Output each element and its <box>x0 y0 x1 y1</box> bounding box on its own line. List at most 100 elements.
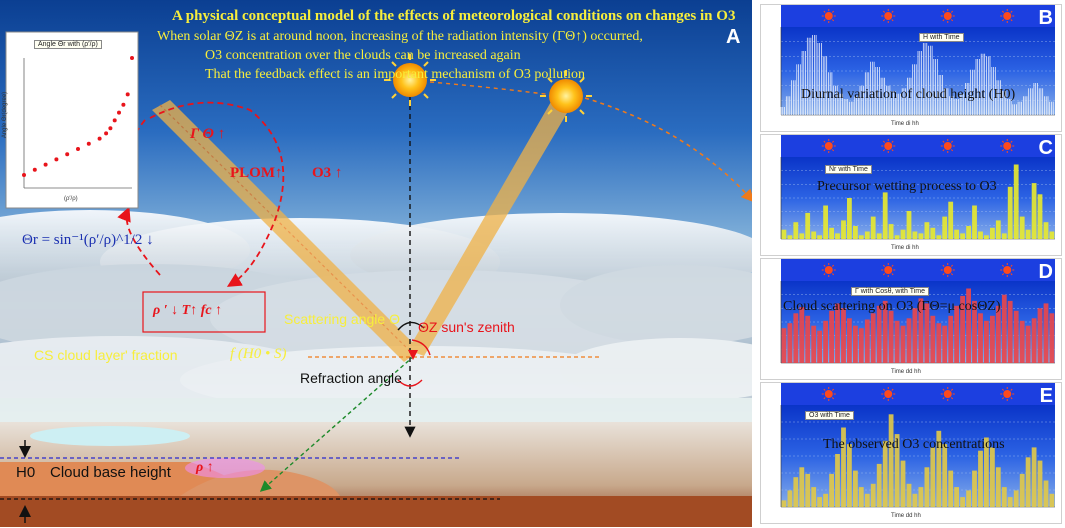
ground-base <box>0 496 752 527</box>
data-bar <box>894 235 900 239</box>
day-night-band <box>781 5 1055 27</box>
scattering-angle-arc <box>397 321 425 331</box>
refraction-angle-label: Refraction angle <box>300 370 402 386</box>
day-night-band <box>781 383 1055 405</box>
sun-icon <box>1003 266 1012 274</box>
data-bar <box>930 315 936 363</box>
data-bar <box>817 235 822 239</box>
sun-ray <box>950 10 954 13</box>
o3-label: O3 ↑ <box>312 165 343 181</box>
panel-c-xlabel: Time di hh <box>891 245 919 251</box>
data-bar <box>930 447 936 507</box>
sun-ray <box>831 273 835 276</box>
sun-ray <box>1001 19 1005 22</box>
panel-d-xlabel: Time dd hh <box>891 369 921 375</box>
panel-b-caption: Diurnal variation of cloud height (H0) <box>801 87 1016 102</box>
sun-ray <box>942 149 945 152</box>
sun-ray <box>831 10 835 13</box>
intro-line-3: That the feedback effect is an important… <box>205 67 585 82</box>
sun-ray <box>950 19 954 22</box>
panel-c-chart <box>780 135 1055 240</box>
panel-b-xlabel: Time di hh <box>891 121 919 127</box>
sun-icon <box>824 390 833 398</box>
data-bar <box>823 493 828 507</box>
data-bar <box>924 467 930 507</box>
data-bar <box>853 470 858 507</box>
data-bar <box>948 470 954 507</box>
data-bar <box>1019 320 1025 363</box>
data-bar <box>900 229 906 239</box>
data-bar <box>787 323 793 363</box>
data-bar <box>995 220 1001 239</box>
data-bar <box>954 487 959 507</box>
sun-ray <box>882 397 886 400</box>
data-bar <box>942 444 948 507</box>
data-bar <box>942 216 948 239</box>
data-bar <box>990 447 995 507</box>
inset-chart-frame <box>5 31 139 209</box>
data-bar <box>823 320 828 363</box>
sun-ray <box>942 397 945 400</box>
main-diagram <box>0 0 752 527</box>
panel-letter-c: C <box>1038 137 1053 159</box>
data-bar <box>876 463 882 507</box>
data-bar <box>799 233 805 239</box>
sun-ray <box>1010 388 1013 391</box>
data-bar <box>1049 493 1055 507</box>
sun-ray <box>891 273 894 276</box>
sun-ray <box>882 273 886 276</box>
sun-ray <box>882 264 886 267</box>
data-bar <box>847 318 852 363</box>
data-bar <box>835 454 840 507</box>
gamma-label: Γ Θ ↑ <box>190 126 226 142</box>
data-bar <box>781 328 787 363</box>
sun-ray <box>950 149 954 152</box>
day-night-band <box>781 135 1055 157</box>
intro-line-1: When solar ΘZ is at around noon, increas… <box>157 29 643 44</box>
data-bar <box>972 470 977 507</box>
data-bar <box>811 487 817 507</box>
inset-point <box>32 167 37 172</box>
data-bar <box>990 227 995 239</box>
data-bar <box>870 483 876 507</box>
data-bar <box>1043 480 1049 507</box>
data-bar <box>793 477 799 507</box>
sun-icon <box>884 142 893 150</box>
sun-ray <box>942 10 945 13</box>
panel-d: D Γ with Cosθ, with Time Cloud scatterin… <box>760 258 1062 380</box>
data-bar <box>1013 490 1019 507</box>
sun-ray <box>882 149 886 152</box>
panel-letter-a: A <box>726 26 741 48</box>
sun-ray <box>831 397 835 400</box>
data-bar <box>787 235 793 239</box>
data-bar <box>805 315 811 363</box>
data-bar <box>847 444 852 507</box>
data-bar <box>888 310 894 363</box>
data-bar <box>805 212 811 239</box>
panel-letter-d: D <box>1038 261 1053 283</box>
data-bar <box>829 310 834 363</box>
sun-ray <box>942 388 945 391</box>
inset-point <box>117 110 121 115</box>
sun-ray <box>950 140 954 143</box>
data-bar <box>882 300 888 363</box>
data-bar <box>829 473 834 507</box>
data-bar <box>990 315 995 363</box>
data-bar <box>918 233 924 239</box>
sun-ray <box>891 149 894 152</box>
refraction-angle-arc <box>397 379 423 387</box>
data-bar <box>1007 300 1013 363</box>
sun-icon-upper <box>384 54 436 106</box>
cs-fraction-label: CS cloud layer' fraction <box>34 347 178 363</box>
data-bar <box>960 233 965 239</box>
panel-b-legend: H with Time <box>919 33 964 42</box>
sun-ray <box>823 397 826 400</box>
sun-ray <box>942 264 945 267</box>
panel-letter-b: B <box>1038 7 1053 29</box>
data-bar <box>966 288 971 363</box>
sun-ray <box>942 273 945 276</box>
panel-e-chart <box>780 383 1055 508</box>
sun-ray <box>831 264 835 267</box>
data-bar <box>978 231 983 239</box>
